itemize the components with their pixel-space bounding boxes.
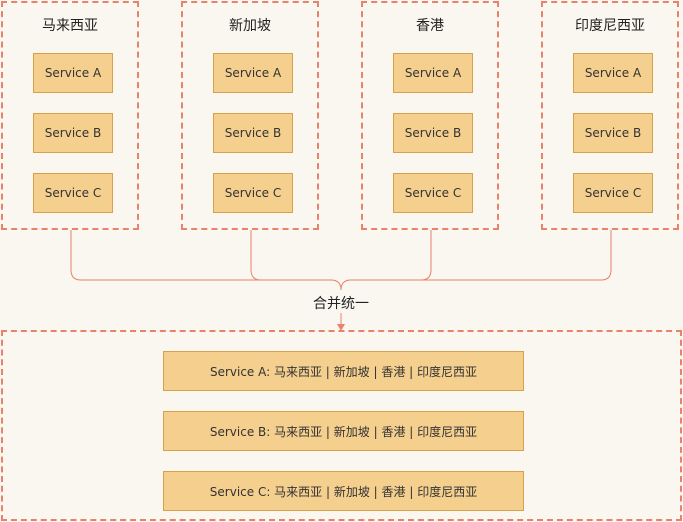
region-indonesia: 印度尼西亚 Service A Service B Service C [541, 1, 679, 230]
region-malaysia: 马来西亚 Service A Service B Service C [1, 1, 139, 230]
merged-service-a: Service A: 马来西亚 | 新加坡 | 香港 | 印度尼西亚 [163, 351, 524, 391]
region-title: 马来西亚 [42, 18, 98, 34]
service-a-box: Service A [213, 53, 293, 93]
service-a-box: Service A [33, 53, 113, 93]
service-a-box: Service A [393, 53, 473, 93]
merge-label: 合并统一 [300, 293, 382, 313]
service-b-box: Service B [393, 113, 473, 153]
region-title: 新加坡 [229, 18, 271, 34]
service-b-box: Service B [573, 113, 653, 153]
service-c-box: Service C [393, 173, 473, 213]
connector-region-2 [250, 230, 262, 281]
connector-region-4 [340, 230, 612, 291]
service-b-box: Service B [33, 113, 113, 153]
region-hongkong: 香港 Service A Service B Service C [361, 1, 499, 230]
merged-region: Service A: 马来西亚 | 新加坡 | 香港 | 印度尼西亚 Servi… [1, 330, 682, 521]
connector-region-1 [70, 230, 342, 291]
connector-region-3 [420, 230, 432, 281]
merged-service-b: Service B: 马来西亚 | 新加坡 | 香港 | 印度尼西亚 [163, 411, 524, 451]
service-b-box: Service B [213, 113, 293, 153]
region-title: 印度尼西亚 [575, 18, 645, 34]
arrow-head-icon [337, 324, 345, 331]
merged-service-c: Service C: 马来西亚 | 新加坡 | 香港 | 印度尼西亚 [163, 471, 524, 511]
service-a-box: Service A [573, 53, 653, 93]
region-singapore: 新加坡 Service A Service B Service C [181, 1, 319, 230]
service-c-box: Service C [33, 173, 113, 213]
service-c-box: Service C [573, 173, 653, 213]
region-title: 香港 [416, 18, 444, 34]
service-c-box: Service C [213, 173, 293, 213]
